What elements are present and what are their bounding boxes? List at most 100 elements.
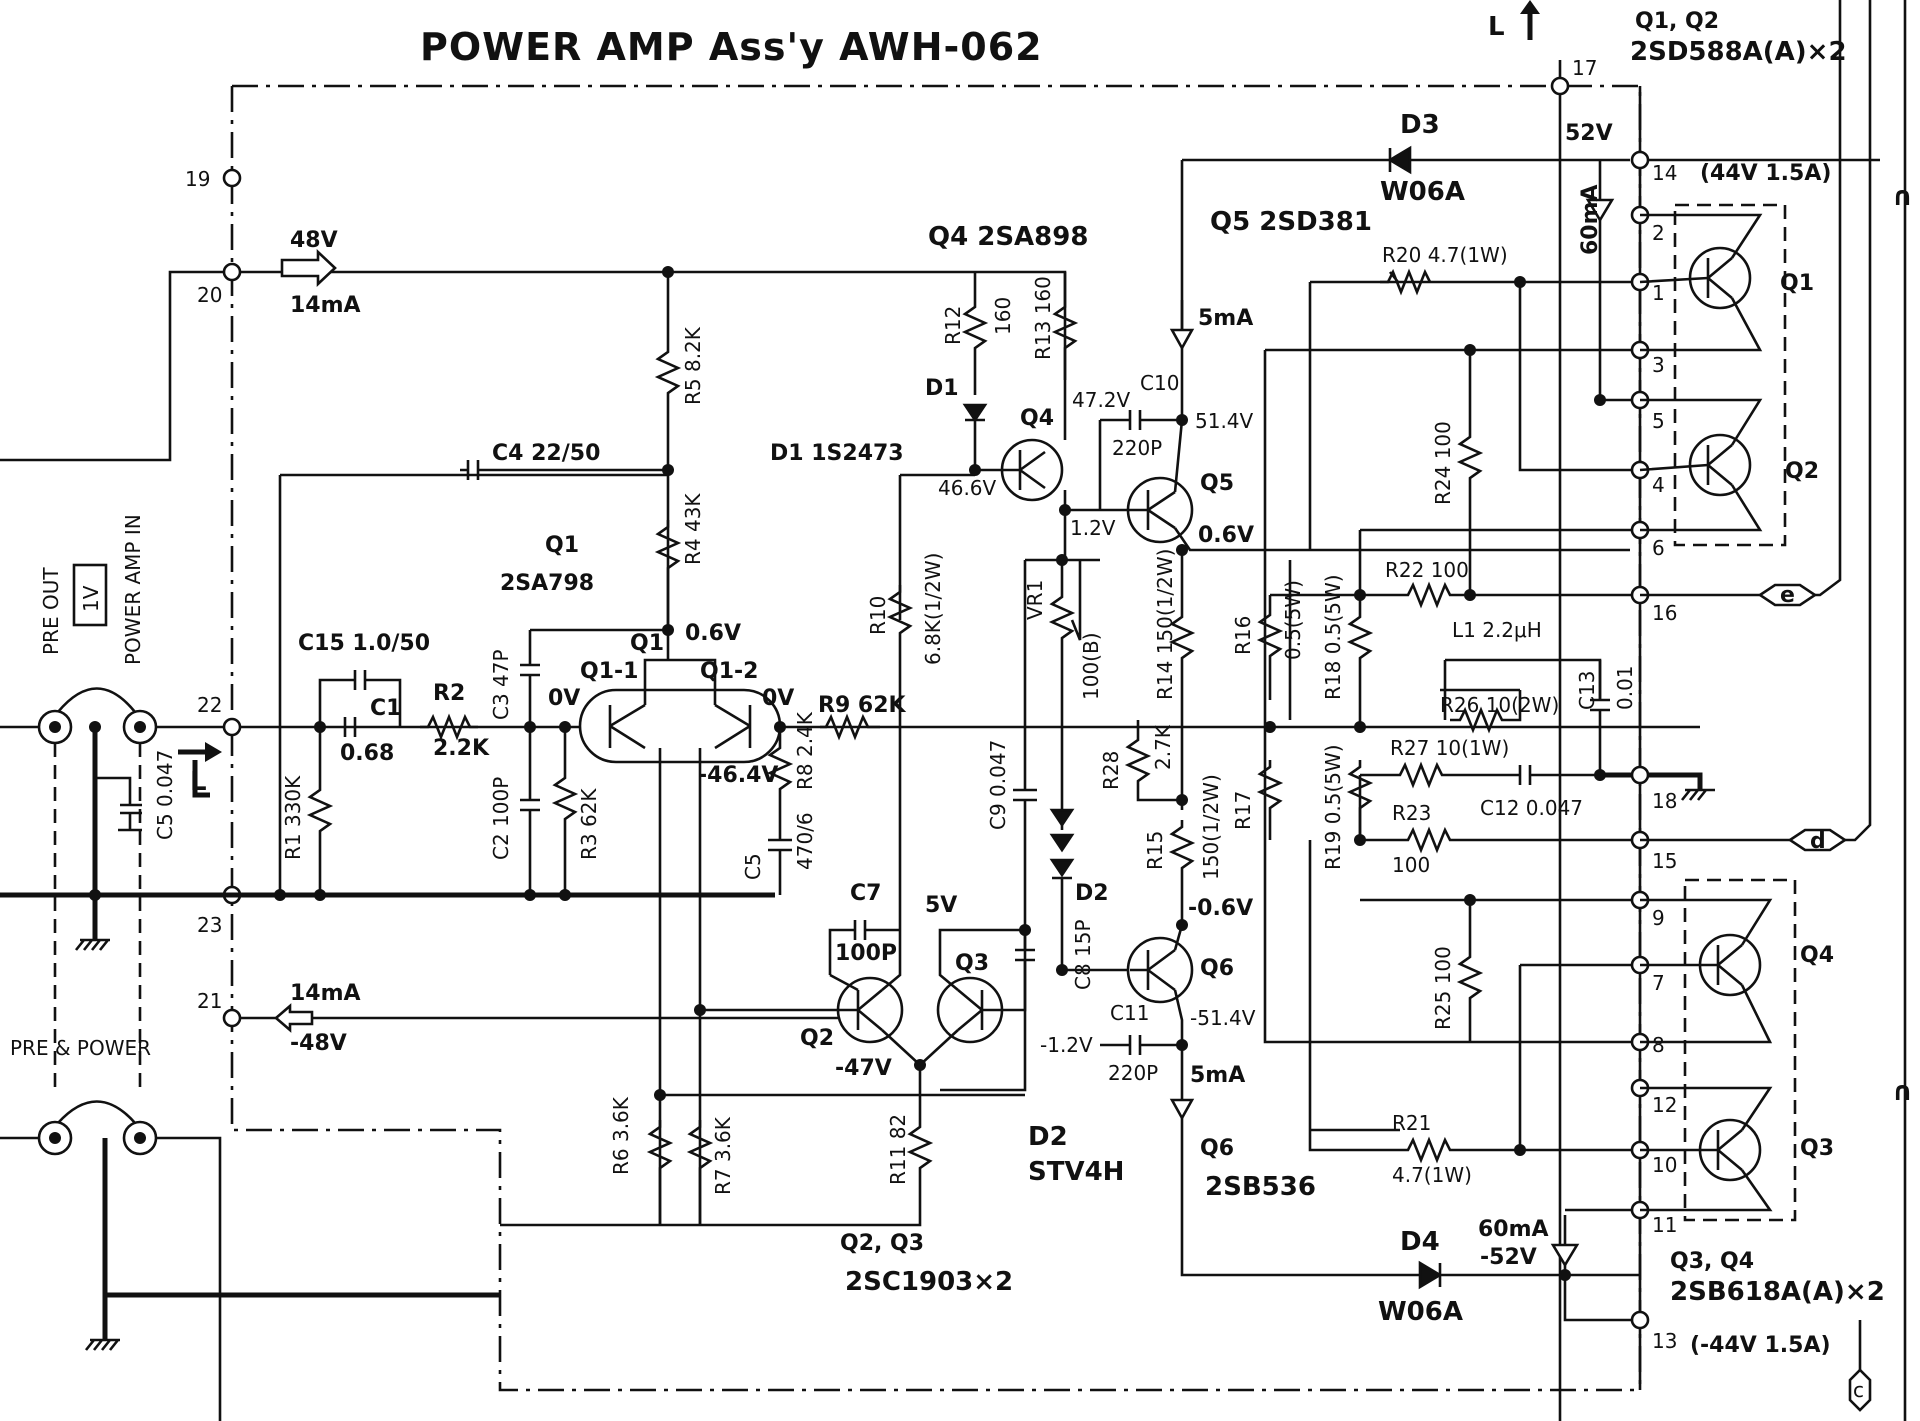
neg-rail-current: 14mA [290,981,361,1006]
c5-big-value: 470/6 [793,812,817,870]
r12-value: 160 [991,297,1015,335]
q1-small-label: Q1 [630,631,664,656]
r5-label: R5 8.2K [681,326,705,405]
bot-rail-voltage: -52V [1480,1245,1537,1270]
c10-value: 220P [1112,436,1162,460]
q2q3-header: Q2, Q3 [840,1231,924,1256]
terminal-20 [222,262,242,282]
level-label: 1V [79,585,103,612]
out-q2-label: Q2 [1785,459,1819,484]
r2-value: 2.2K [433,736,490,761]
terminal-23-label: 23 [197,913,222,937]
input-network: C15 1.0/50 C1 0.68 R2 2.2K R1 330K C3 47… [281,272,705,895]
q1-dual-transistor: Q1-1 Q1-2 Q1 0.6V 0V 0V -46.4V [548,621,794,1225]
r4-label: R4 43K [681,493,705,565]
r20-label: R20 4.7(1W) [1382,243,1508,267]
c13-value: 0.01 [1613,665,1637,710]
terminal-2-label: 2 [1652,221,1665,245]
q1-1-label: Q1-1 [580,659,638,684]
l1-label: L1 2.2μH [1452,618,1542,642]
c11-label: C11 [1110,1001,1149,1025]
terminal-4-label: 4 [1652,473,1665,497]
vr1-label: VR1 [1023,580,1047,620]
q1-part: 2SA798 [500,571,594,596]
terminal-22 [222,717,242,737]
r21-label: R21 [1392,1111,1431,1135]
connector-c: c [1853,1378,1864,1402]
c3-label: C3 47P [489,649,513,720]
r24-label: R24 100 [1431,421,1455,505]
r26-label: R26 10(2W) [1440,693,1559,717]
c10-left-voltage: 47.2V [1072,388,1131,412]
q6-section: Q6 -51.4V -1.2V C11 220P 5mA Q6 2SB536 [1040,924,1400,1277]
d4-part: W06A [1378,1297,1463,1327]
terminal-22-label: 22 [197,693,222,717]
pos-rail-voltage: 48V [290,228,338,253]
c8-label: C8 15P [1071,919,1095,990]
d1-part: D1 1S2473 [770,441,904,466]
d3-label: D3 [1400,110,1440,140]
terminal-8-label: 8 [1652,1033,1665,1057]
top-channel-label: L [1488,12,1505,42]
c12-label: C12 0.047 [1480,796,1583,820]
c15-label: C15 1.0/50 [298,631,430,656]
bias-network: VR1 100(B) C9 0.047 D2 R28 2.7K R15 150(… [986,558,1253,970]
terminal-16-label: 16 [1652,601,1677,625]
q1-base-voltage-b: 0V [762,686,794,711]
terminal-15-label: 15 [1652,849,1677,873]
q6-collector-voltage: -51.4V [1190,1006,1256,1030]
side-arrow-bottom: ∩ [1892,1077,1913,1107]
c1-label: C1 [370,696,401,721]
r28-value: 2.7K [1151,724,1175,770]
r19-label: R19 0.5(5W) [1321,744,1345,870]
r7-label: R7 3.6K [711,1116,735,1195]
d3-part: W06A [1380,177,1465,207]
r27-label: R27 10(1W) [1390,736,1509,760]
r9-label: R9 62K [818,693,907,718]
terminal-14 [1630,150,1650,170]
d4-label: D4 [1400,1227,1440,1257]
terminal-9-label: 9 [1652,906,1665,930]
terminal-14-label: 14 [1652,161,1677,185]
q5-part: Q5 2SD381 [1210,207,1372,237]
out-q4-label: Q4 [1800,943,1834,968]
q6-base-voltage: -1.2V [1040,1033,1093,1057]
q5-base-voltage: 1.2V [1070,516,1116,540]
r21-value: 4.7(1W) [1392,1163,1472,1187]
d1-label: D1 [925,376,959,401]
main-wires: 48V 14mA 14mA -48V [0,228,1700,1056]
d2-symbol-label: D2 [1075,881,1109,906]
q6-part: 2SB536 [1205,1172,1316,1202]
side-arrow-top: ∩ [1892,182,1913,212]
output-network: 52V 60mA R20 4.7(1W) R24 100 R18 0.5(5W)… [1231,60,1715,1421]
q5-collector-current: 5mA [1198,306,1253,331]
junction-dots [89,266,1606,1281]
out-q2-symbol [1688,433,1752,497]
q1-emitter-voltage: 0.6V [685,621,741,646]
q5-label: Q5 [1200,471,1234,496]
r23-label: R23 [1392,801,1431,825]
c9-label: C9 0.047 [986,740,1010,830]
c13-label: C13 [1575,671,1599,710]
r10-value: 6.8K(1/2W) [921,553,945,666]
out-q1-label: Q1 [1780,271,1814,296]
schematic-title: POWER AMP Ass'y AWH-062 [420,25,1043,69]
q6-symbol [1126,936,1194,1004]
r6-label: R6 3.6K [609,1096,633,1175]
terminal-18 [1630,765,1650,785]
q2q3-part: 2SC1903×2 [845,1267,1013,1297]
bottom-output-rating: (-44V 1.5A) [1690,1333,1831,1358]
top-output-rating: (44V 1.5A) [1700,161,1831,186]
c11-value: 220P [1108,1061,1158,1085]
pre-out-label: PRE OUT [39,567,63,655]
q1-2-label: Q1-2 [700,659,758,684]
level-box [72,563,108,627]
q3q4-header: Q3, Q4 [1670,1249,1754,1274]
left-terminals: 19 20 22 23 21 [185,167,242,1028]
terminal-11-label: 11 [1652,1213,1677,1237]
q5-emitter-voltage: 0.6V [1198,523,1254,548]
r10-label: R10 [866,596,890,635]
pos-rail-current: 14mA [290,293,361,318]
r12-label: R12 [941,306,965,345]
